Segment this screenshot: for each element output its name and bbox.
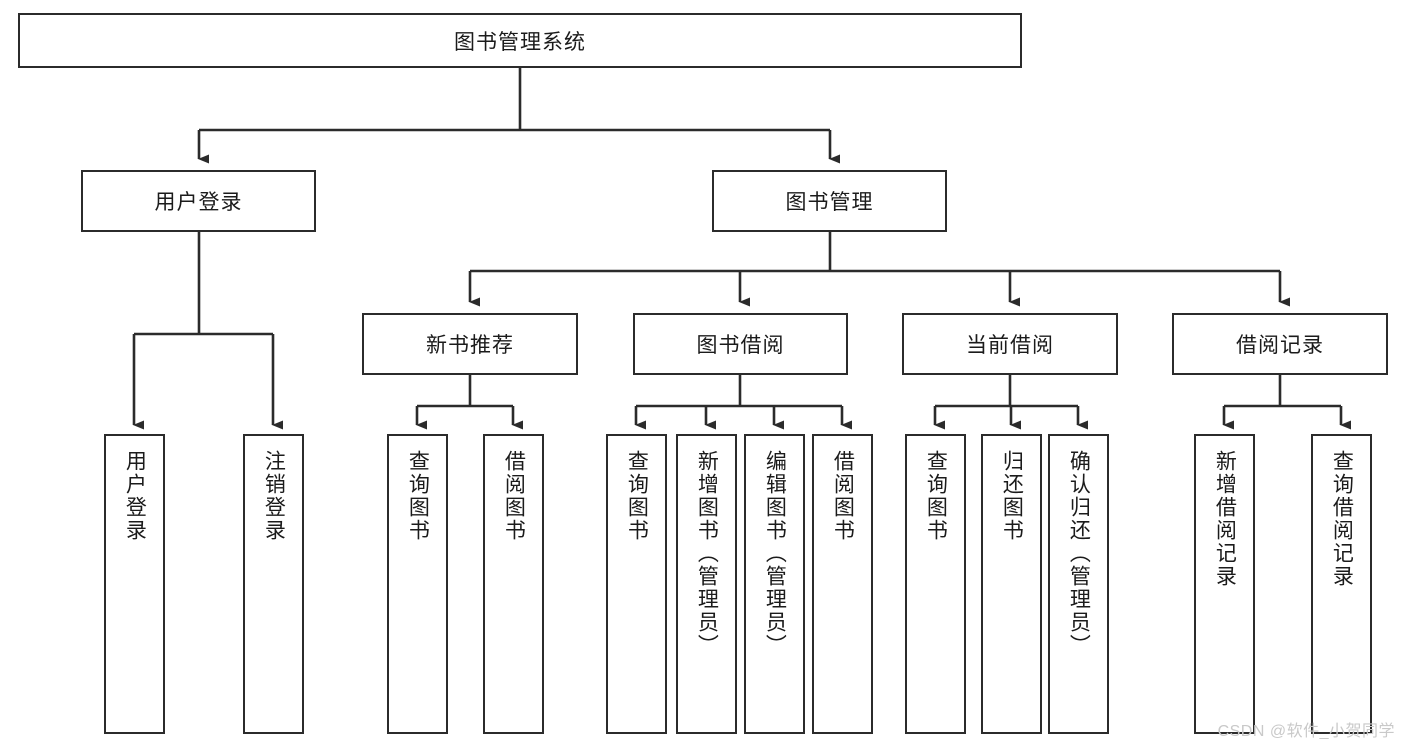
- node-label: 归还图书: [1000, 450, 1024, 542]
- node-label: 查询图书: [924, 450, 948, 542]
- leaf-current-borrow-confirm[interactable]: 确认归还（管理员）: [1048, 434, 1109, 734]
- node-label: 新增借阅记录: [1213, 450, 1237, 588]
- leaf-new-book-query[interactable]: 查询图书: [387, 434, 448, 734]
- node-label: 用户登录: [154, 191, 243, 214]
- node-current-borrow[interactable]: 当前借阅: [902, 313, 1118, 375]
- node-label: 新增图书（管理员）: [695, 450, 719, 657]
- node-label: 借阅图书: [831, 450, 855, 542]
- node-new-book-recommend[interactable]: 新书推荐: [362, 313, 578, 375]
- node-root-system[interactable]: 图书管理系统: [18, 13, 1022, 68]
- node-label: 确认归还（管理员）: [1067, 450, 1091, 657]
- node-label: 查询图书: [625, 450, 649, 542]
- leaf-book-borrow-query[interactable]: 查询图书: [606, 434, 667, 734]
- node-label: 图书管理系统: [454, 30, 586, 54]
- leaf-book-borrow-edit[interactable]: 编辑图书（管理员）: [744, 434, 805, 734]
- node-label: 查询借阅记录: [1330, 450, 1354, 588]
- node-borrow-record[interactable]: 借阅记录: [1172, 313, 1388, 375]
- node-label: 借阅图书: [502, 450, 526, 542]
- leaf-user-login-login[interactable]: 用户登录: [104, 434, 165, 734]
- leaf-new-book-borrow[interactable]: 借阅图书: [483, 434, 544, 734]
- leaf-user-login-logout[interactable]: 注销登录: [243, 434, 304, 734]
- node-book-borrow[interactable]: 图书借阅: [633, 313, 848, 375]
- node-label: 查询图书: [406, 450, 430, 542]
- node-user-login[interactable]: 用户登录: [81, 170, 316, 232]
- node-label: 编辑图书（管理员）: [763, 450, 787, 657]
- node-label: 借阅记录: [1236, 334, 1324, 357]
- node-book-management[interactable]: 图书管理: [712, 170, 947, 232]
- node-label: 图书借阅: [696, 334, 785, 357]
- leaf-current-borrow-query[interactable]: 查询图书: [905, 434, 966, 734]
- leaf-current-borrow-return[interactable]: 归还图书: [981, 434, 1042, 734]
- node-label: 用户登录: [123, 450, 147, 542]
- leaf-borrow-record-query[interactable]: 查询借阅记录: [1311, 434, 1372, 734]
- node-label: 新书推荐: [426, 334, 514, 357]
- node-label: 注销登录: [262, 450, 286, 542]
- watermark: CSDN @软件_小贺同学: [1217, 723, 1395, 740]
- leaf-borrow-record-add[interactable]: 新增借阅记录: [1194, 434, 1255, 734]
- node-label: 当前借阅: [966, 334, 1054, 357]
- leaf-book-borrow-borrow[interactable]: 借阅图书: [812, 434, 873, 734]
- leaf-book-borrow-add[interactable]: 新增图书（管理员）: [676, 434, 737, 734]
- node-label: 图书管理: [785, 191, 874, 214]
